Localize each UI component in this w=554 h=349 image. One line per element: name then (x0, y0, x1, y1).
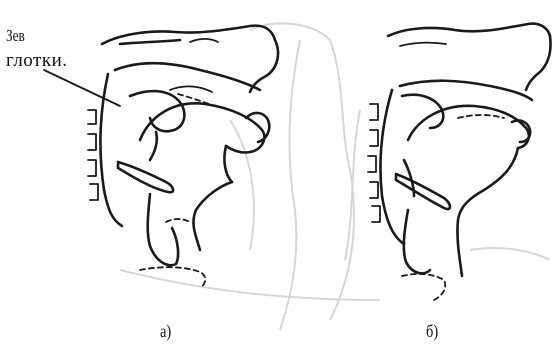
background-ghost-illustration (120, 23, 550, 330)
panel-b-drawing (368, 24, 551, 300)
panel-a-drawing (44, 26, 278, 288)
caption-a: а) (160, 321, 171, 342)
caption-b: б) (426, 321, 438, 342)
label-glotki: глотки. (6, 50, 68, 72)
label-zev: Зев (6, 26, 25, 46)
